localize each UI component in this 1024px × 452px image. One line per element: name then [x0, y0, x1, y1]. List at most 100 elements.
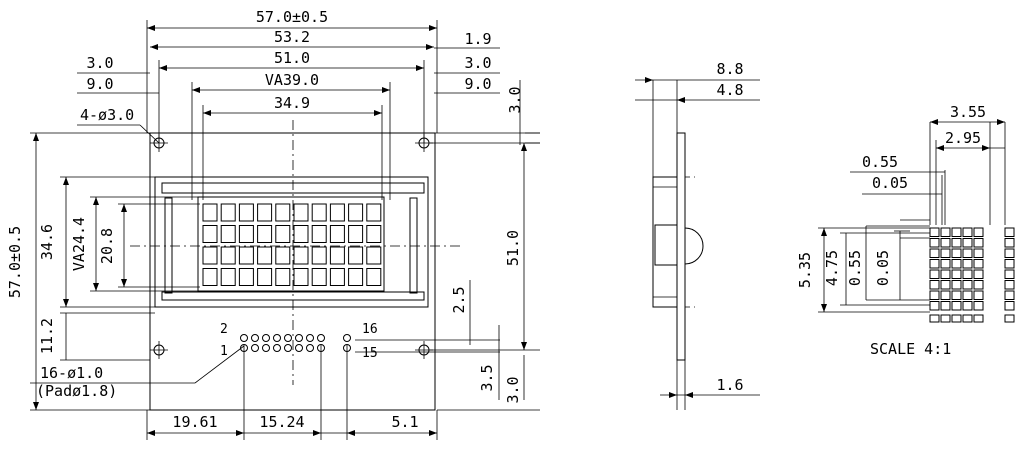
pixel-dot: [940, 238, 951, 248]
character-cell: [220, 203, 236, 222]
dim-overall-width: 57.0±0.5: [256, 8, 328, 26]
pixel-dot: [1004, 301, 1015, 311]
pixel-dot: [951, 227, 962, 237]
front-view: 57.0±0.5 53.2 51.0 VA39.0 34.9 3.0 9.0 1…: [6, 8, 540, 440]
pixel-dot: [951, 290, 962, 300]
pixel-dot: [962, 280, 973, 290]
mounting-hole-bottom-left: [150, 341, 168, 359]
character-cell: [311, 246, 327, 265]
dim-outline-height: 34.6: [38, 224, 56, 260]
pin-pad: [317, 334, 325, 342]
pixel-dot: [962, 227, 973, 237]
scale-label: SCALE 4:1: [870, 340, 951, 358]
pin-pad: [306, 334, 314, 342]
dim-viewing-area-height: VA24.4: [70, 217, 88, 271]
pin-pad: [295, 334, 303, 342]
pixel-dot: [973, 248, 984, 258]
dim-top-3: 3.0: [506, 86, 524, 113]
character-cell: [311, 203, 327, 222]
dim-pin-bottom: 3.0: [504, 376, 522, 403]
dim-dot-width: 0.55: [862, 153, 898, 171]
character-cell: [275, 225, 291, 243]
character-cell: [275, 203, 291, 222]
pixel-dot: [1004, 280, 1015, 290]
character-cell: [311, 225, 327, 243]
pixel-dot: [929, 280, 940, 290]
pin-pad: [251, 334, 259, 342]
pixel-dot: [929, 238, 940, 248]
dim-right-1-9: 1.9: [464, 30, 491, 48]
pixel-dot: [973, 269, 984, 279]
pixel-dot: [962, 269, 973, 279]
character-cell: [238, 246, 254, 265]
pins-diameter-label: 16-ø1.0: [40, 364, 103, 382]
dim-dot-vgap: 0.05: [874, 250, 892, 286]
character-cell: [293, 246, 309, 265]
character-cell: [257, 225, 273, 243]
character-cell: [366, 225, 382, 243]
character-cell: [348, 246, 364, 265]
character-cell: [275, 268, 291, 286]
cursor-dot: [940, 314, 951, 323]
pixel-dot: [929, 290, 940, 300]
character-cell: [348, 225, 364, 243]
character-cell: [238, 268, 254, 286]
dim-overall-height: 57.0±0.5: [6, 226, 24, 298]
dim-right-9: 9.0: [464, 75, 491, 93]
pixel-dot: [940, 248, 951, 258]
dim-left-9: 9.0: [86, 75, 113, 93]
dim-char-height: 5.35: [796, 252, 814, 288]
pixel-dot: [1004, 259, 1015, 269]
character-cell: [293, 203, 309, 222]
pixel-dot: [973, 290, 984, 300]
character-cell: [311, 268, 327, 286]
dim-dot-height: 0.55: [846, 250, 864, 286]
character-cell: [220, 268, 236, 286]
pixel-dot: [951, 301, 962, 311]
pixel-dot: [929, 259, 940, 269]
pin-header: [240, 334, 351, 352]
pin-pad: [273, 334, 281, 342]
pixel-dot: [973, 238, 984, 248]
pixel-dot: [973, 280, 984, 290]
cursor-dot: [1004, 314, 1015, 323]
dim-bottom-15-24: 15.24: [259, 413, 304, 431]
dim-pin-offset: 3.5: [478, 364, 496, 391]
pixel-dot: [929, 301, 940, 311]
character-cell: [366, 246, 382, 265]
pixel-dot: [962, 248, 973, 258]
character-cell: [220, 246, 236, 265]
pixel-dot: [951, 269, 962, 279]
pad-diameter-label: (Padø1.8): [36, 382, 117, 400]
pixel-dot: [962, 290, 973, 300]
pin-label-15: 15: [362, 346, 378, 361]
pixel-dot: [962, 301, 973, 311]
pixel-dot: [929, 248, 940, 258]
character-cell: [238, 203, 254, 222]
dim-body-thickness: 4.8: [716, 81, 743, 99]
dim-bottom-height: 11.2: [38, 318, 56, 354]
pin-pad: [262, 334, 270, 342]
pin-pad: [295, 344, 303, 352]
dim-dot-area-width: 2.95: [945, 129, 981, 147]
pixel-dot: [962, 259, 973, 269]
dim-hole-height: 51.0: [504, 230, 522, 266]
pin-pad: [343, 334, 351, 342]
character-cell: [366, 203, 382, 222]
pixel-dot: [951, 238, 962, 248]
pin-pad: [262, 344, 270, 352]
dim-pcb-thickness: 1.6: [716, 376, 743, 394]
dim-pcb-width: 53.2: [274, 28, 310, 46]
character-cell: [293, 268, 309, 286]
pixel-dot: [940, 259, 951, 269]
dim-dot-area-height: 4.75: [823, 250, 841, 286]
pixel-dot: [951, 280, 962, 290]
pin-pad: [306, 344, 314, 352]
character-cell: [366, 268, 382, 286]
pixel-dot: [1004, 290, 1015, 300]
character-cell: [329, 203, 345, 222]
dim-char-width: 3.55: [950, 103, 986, 121]
character-cell: [257, 268, 273, 286]
character-cell: [202, 246, 218, 265]
